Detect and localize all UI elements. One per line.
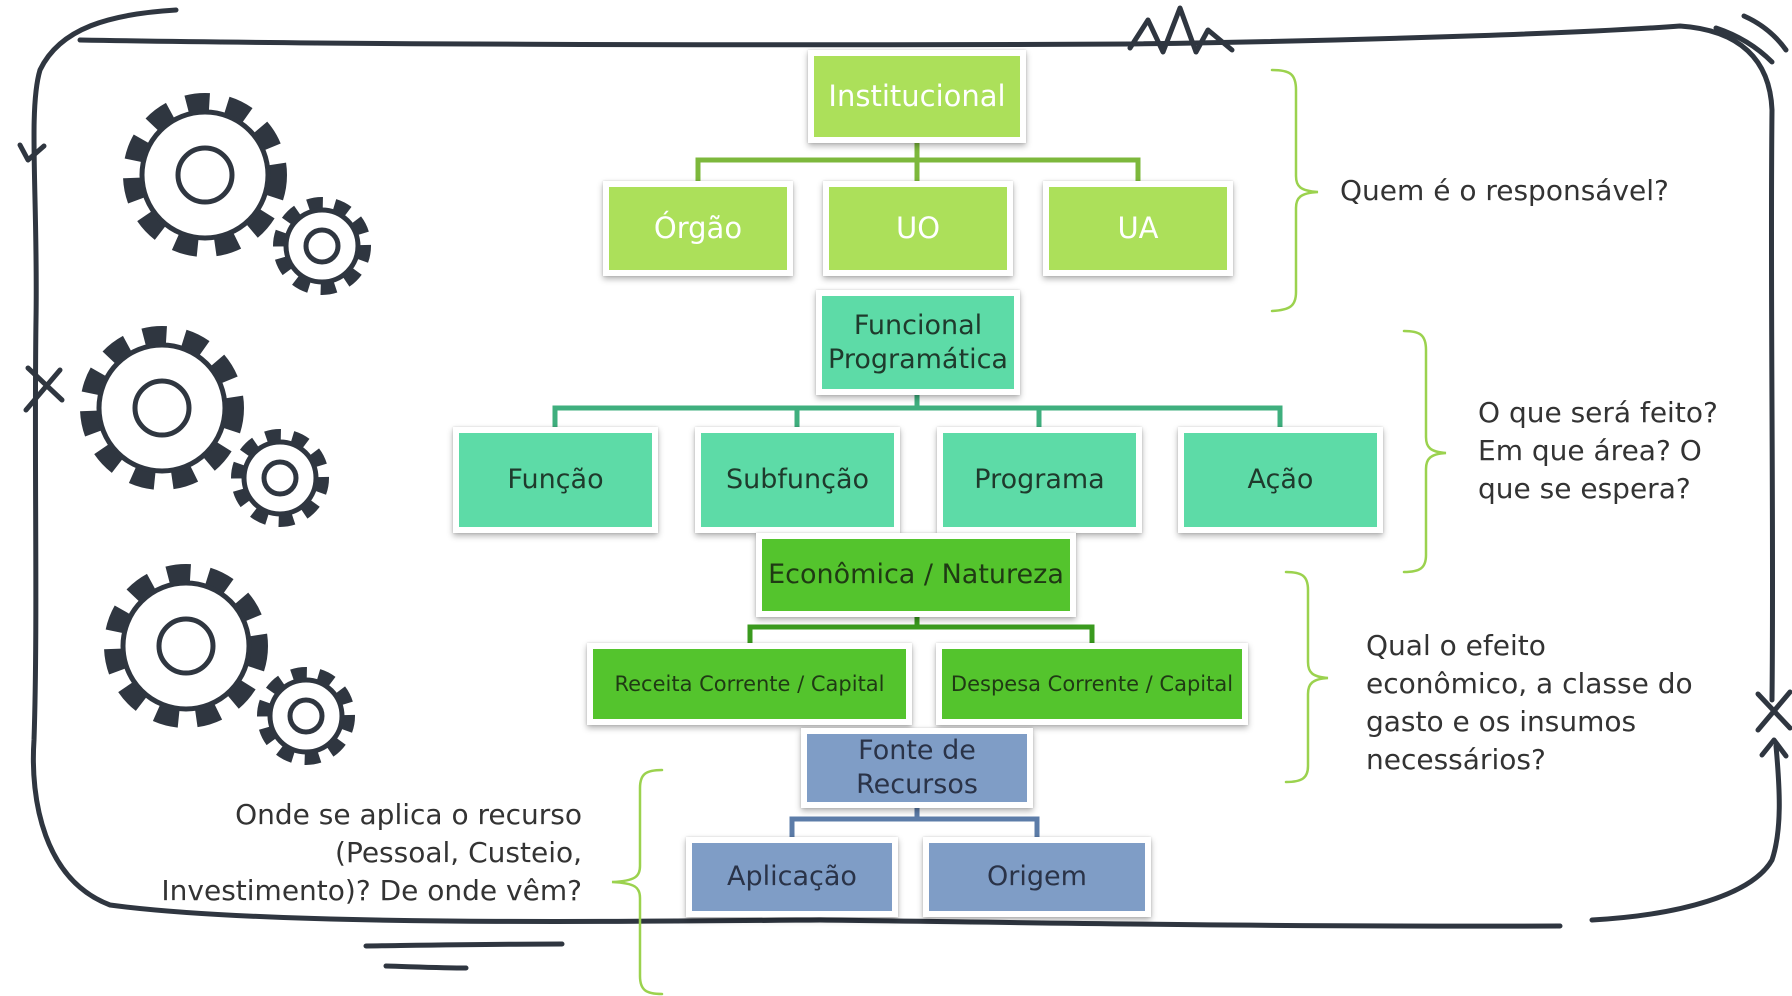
- question-economica-line-4: necessários?: [1366, 743, 1546, 776]
- node-acao-label: Ação: [1247, 464, 1314, 496]
- node-institucional-label: Institucional: [828, 79, 1006, 114]
- gear-icon: [231, 429, 329, 527]
- question-funcional-line-2: Em que área? O: [1478, 434, 1702, 467]
- gear-icon: [257, 667, 355, 765]
- question-funcional-line-3: que se espera?: [1478, 472, 1691, 505]
- node-orgao: Órgão: [603, 181, 793, 276]
- sketch-frame-right: [817, 917, 1563, 929]
- cross-mark-left: [23, 365, 65, 413]
- sketch-frame-top: [77, 23, 1776, 703]
- question-fonte-line-1: Onde se aplica o recurso: [235, 798, 582, 831]
- connector-fonte: [789, 808, 1040, 837]
- node-funcao-label: Função: [507, 464, 604, 496]
- node-economica-label: Econômica / Natureza: [768, 559, 1064, 591]
- arrow-head-left: [17, 142, 47, 163]
- brace-institucional: [1270, 68, 1319, 313]
- question-economica-line-1: Qual o efeito: [1366, 629, 1546, 662]
- question-funcional: O que será feito? Em que área? O que se …: [1478, 394, 1718, 508]
- question-economica-line-2: econômico, a classe do: [1366, 667, 1693, 700]
- node-funcional-label-1: Funcional: [853, 309, 983, 341]
- brace-economica: [1284, 570, 1329, 784]
- node-despesa: Despesa Corrente / Capital: [936, 643, 1248, 725]
- node-fonte-recursos: Fonte de Recursos: [801, 728, 1033, 808]
- node-ua: UA: [1043, 181, 1233, 276]
- node-uo: UO: [823, 181, 1013, 276]
- node-ua-label: UA: [1117, 211, 1159, 246]
- node-subfuncao: Subfunção: [695, 427, 900, 533]
- gear-icon: [104, 564, 268, 728]
- question-institucional: Quem é o responsável?: [1340, 172, 1669, 210]
- gear-icon: [123, 93, 287, 257]
- sketch-frame-bottom-right: [1589, 743, 1782, 923]
- node-origem-label: Origem: [987, 861, 1087, 893]
- node-receita-label: Receita Corrente / Capital: [614, 671, 885, 696]
- spark-lines: [1713, 13, 1789, 65]
- brace-funcional: [1402, 329, 1447, 574]
- node-origem: Origem: [923, 837, 1151, 917]
- zigzag-mark: [1127, 5, 1235, 55]
- gear-icon: [80, 326, 244, 490]
- question-institucional-text: Quem é o responsável?: [1340, 174, 1669, 207]
- node-uo-label: UO: [895, 211, 941, 246]
- node-economica-natureza: Econômica / Natureza: [756, 533, 1076, 617]
- cross-mark-right: [1755, 689, 1792, 733]
- node-aplicacao: Aplicação: [686, 837, 898, 917]
- brace-fonte: [611, 768, 664, 996]
- question-economica: Qual o efeito econômico, a classe do gas…: [1366, 627, 1693, 779]
- node-aplicacao-label: Aplicação: [727, 861, 857, 893]
- node-funcao: Função: [453, 427, 658, 533]
- node-acao: Ação: [1178, 427, 1383, 533]
- node-receita: Receita Corrente / Capital: [587, 643, 912, 725]
- underline-mark-2: [383, 963, 469, 971]
- node-institucional: Institucional: [808, 50, 1026, 143]
- underline-mark-1: [363, 941, 565, 949]
- node-programa-label: Programa: [974, 464, 1105, 496]
- question-fonte-line-3: Investimento)? De onde vêm?: [161, 874, 582, 907]
- gear-icon: [273, 197, 371, 295]
- question-economica-line-3: gasto e os insumos: [1366, 705, 1637, 738]
- connector-economica: [747, 617, 1095, 643]
- node-funcional-label-2: Programática: [828, 343, 1008, 375]
- arrow-head-right: [1759, 737, 1789, 759]
- connector-funcional: [552, 395, 1283, 427]
- question-fonte-line-2: (Pessoal, Custeio,: [335, 836, 582, 869]
- node-programa: Programa: [937, 427, 1142, 533]
- node-orgao-label: Órgão: [653, 211, 743, 246]
- node-subfuncao-label: Subfunção: [725, 464, 870, 496]
- question-funcional-line-1: O que será feito?: [1478, 396, 1718, 429]
- connector-institucional: [695, 143, 1141, 181]
- question-fonte: Onde se aplica o recurso (Pessoal, Custe…: [161, 796, 582, 910]
- node-fonte-label-2: Recursos: [856, 769, 978, 800]
- node-fonte-label-1: Fonte de: [858, 735, 976, 767]
- node-despesa-label: Despesa Corrente / Capital: [950, 671, 1234, 696]
- sketch-frame-left: [30, 7, 823, 924]
- node-funcional-programatica: Funcional Programática: [816, 290, 1020, 395]
